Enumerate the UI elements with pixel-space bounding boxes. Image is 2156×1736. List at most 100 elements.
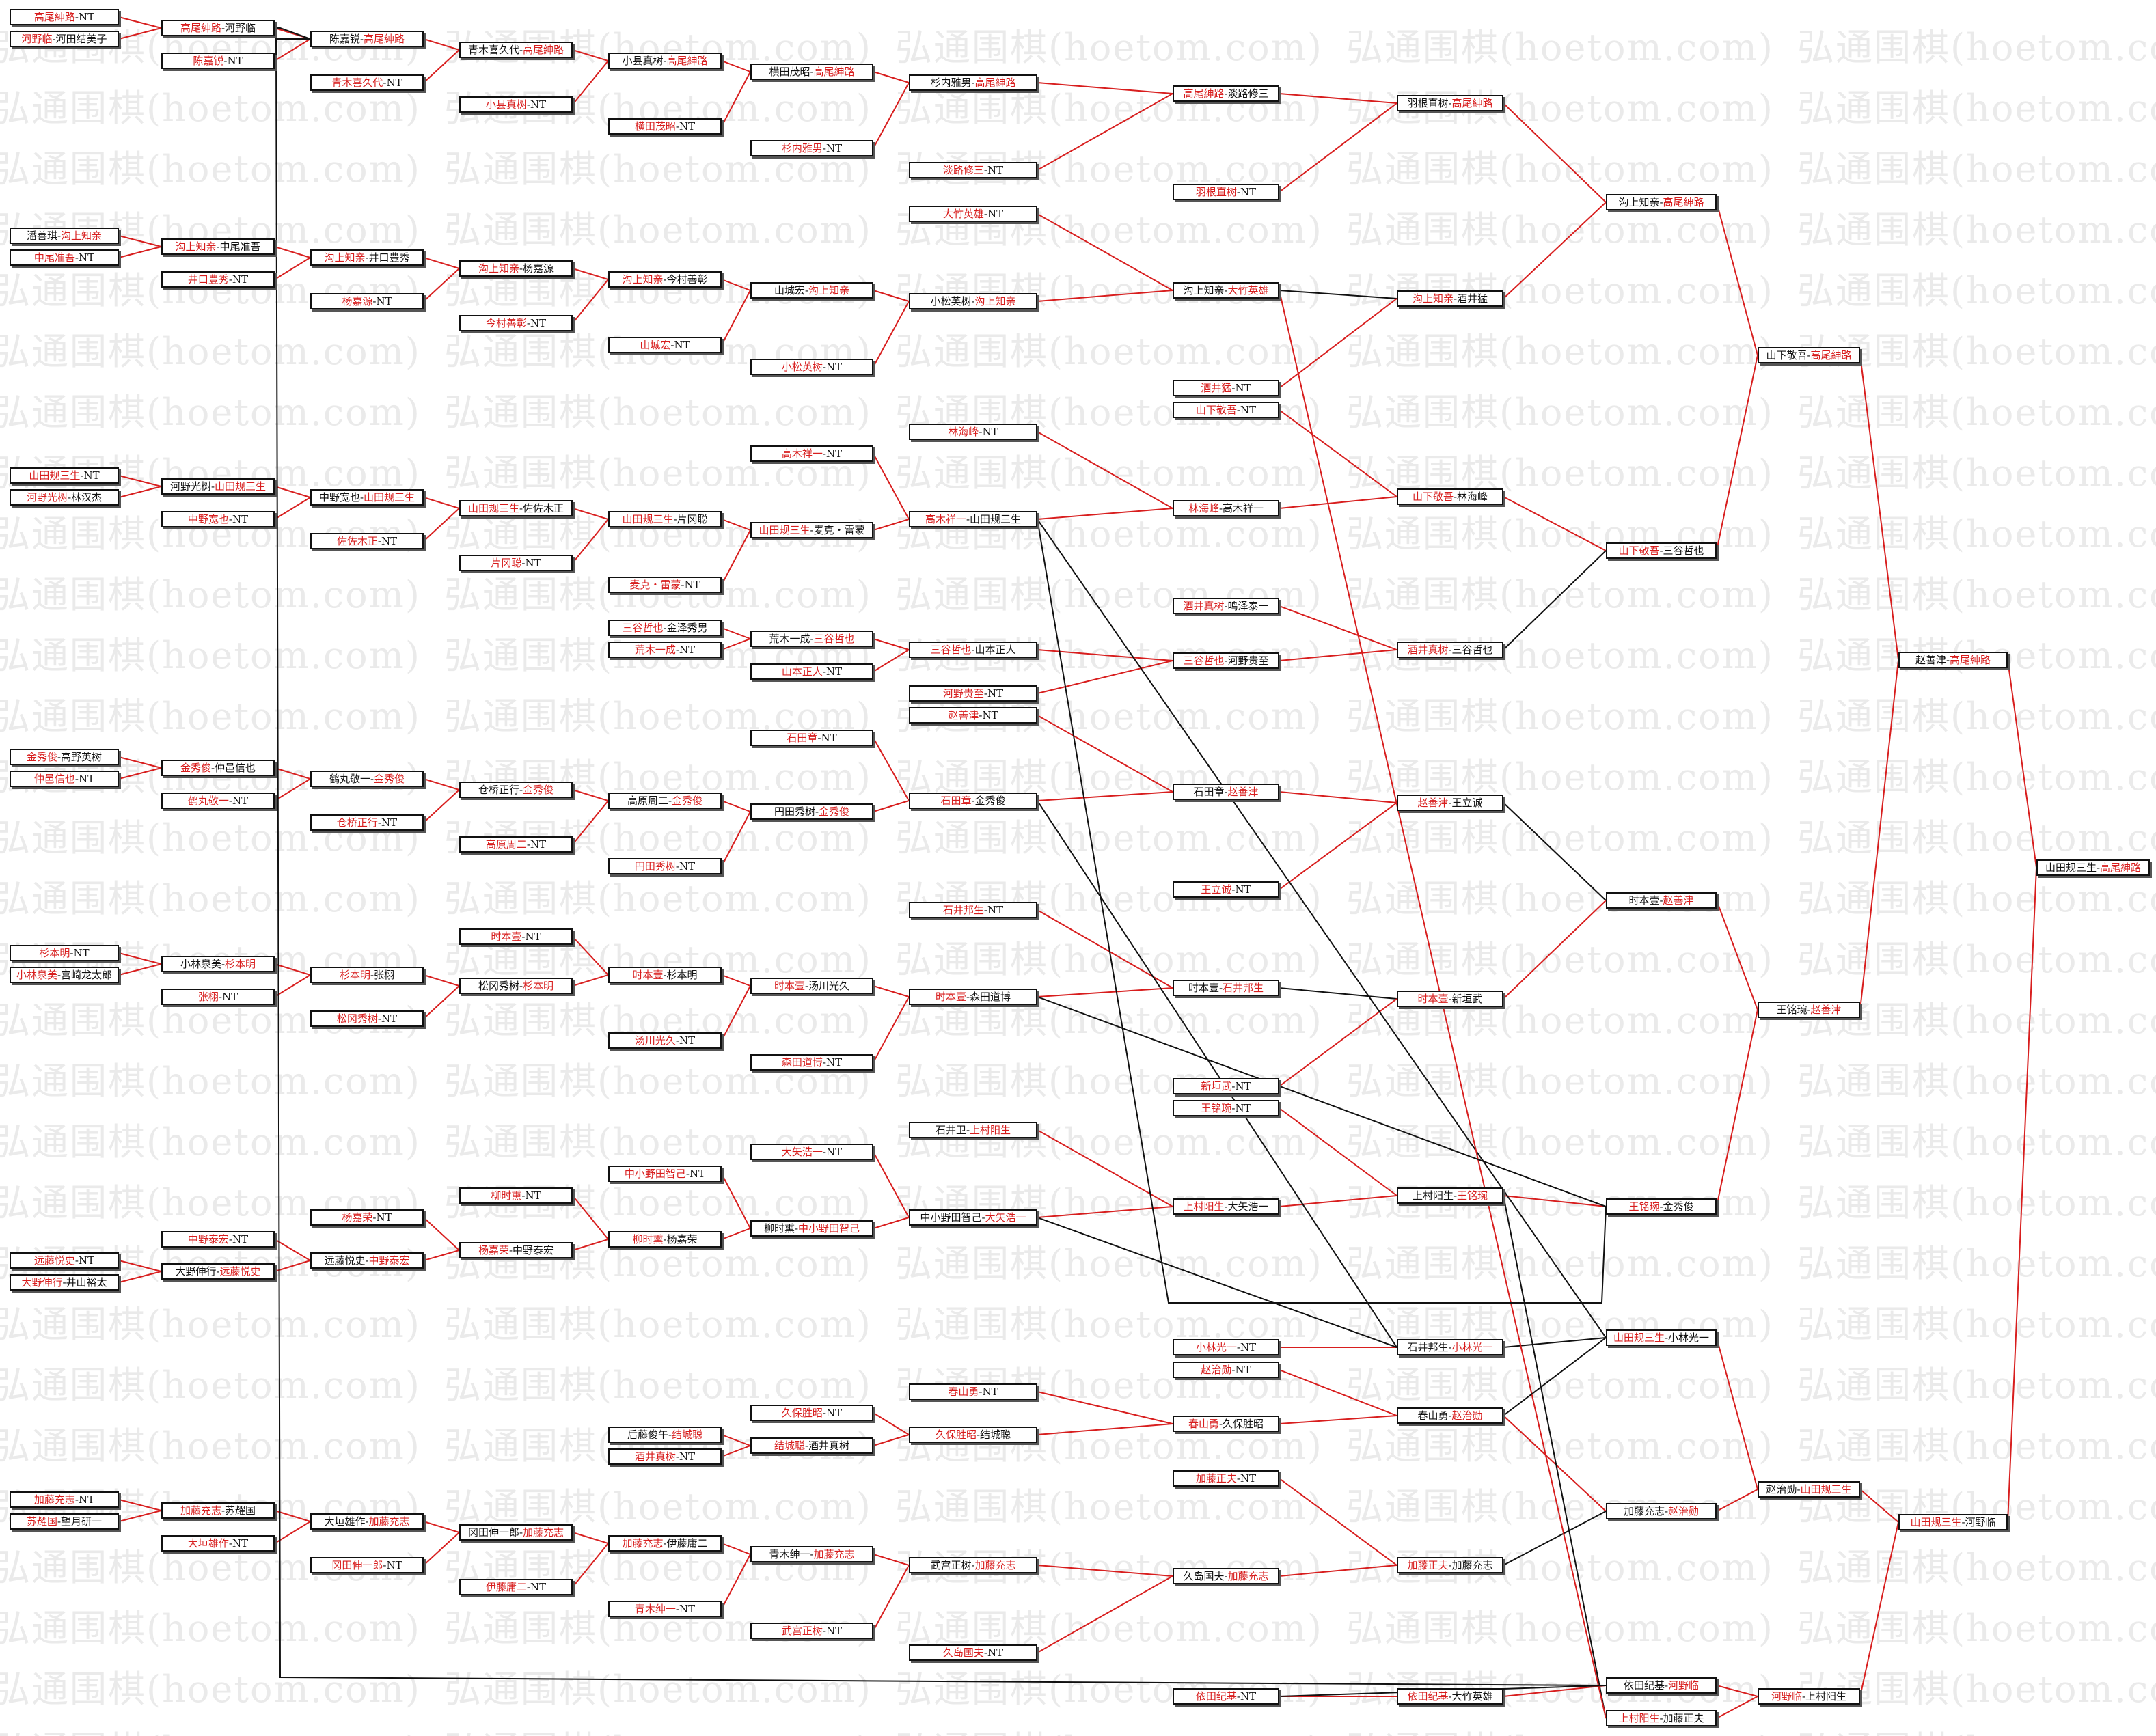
- separator: -: [519, 262, 523, 275]
- player-b: 沟上知亲: [974, 295, 1016, 307]
- player-b: 宫崎龙太郎: [61, 969, 113, 981]
- player-a: 上村阳生: [1618, 1712, 1660, 1724]
- match-box: 横田茂昭-高尾紳路: [750, 64, 873, 80]
- bracket-line: [1037, 519, 1607, 1304]
- separator: -: [966, 1124, 970, 1136]
- bracket-line: [873, 82, 910, 149]
- player-a: 羽根直树: [1407, 97, 1449, 109]
- separator: -: [57, 230, 62, 242]
- player-a: 金秀俊: [26, 751, 57, 763]
- match-box: 陈嘉锐-NT: [161, 53, 275, 69]
- bracket-line: [721, 1445, 751, 1457]
- player-a: 沟上知亲: [175, 240, 217, 253]
- match-box: 鹤丸敬一-金秀俊: [310, 771, 424, 787]
- bracket-line: [1037, 508, 1173, 520]
- bracket-line: [118, 16, 162, 29]
- player-b: NT: [987, 687, 1004, 700]
- bracket-line: [873, 301, 910, 368]
- player-b: NT: [232, 795, 249, 807]
- bracket-line: [1859, 1521, 1899, 1697]
- player-a: 河野临: [1771, 1690, 1802, 1703]
- match-box: 久岛国夫-加藤充志: [1173, 1568, 1279, 1584]
- bracket-line: [1037, 431, 1173, 509]
- player-a: 陈嘉锐: [193, 55, 224, 67]
- separator: -: [675, 120, 679, 133]
- match-box: 石田章-NT: [750, 730, 873, 746]
- bracket-line: [274, 1521, 311, 1544]
- bracket-line: [721, 1554, 751, 1610]
- separator: -: [377, 1012, 381, 1025]
- player-a: 高尾紳路: [180, 22, 221, 34]
- separator: -: [1659, 894, 1663, 907]
- bracket-line: [873, 737, 910, 801]
- player-a: 沟上知亲: [1412, 292, 1454, 305]
- player-b: NT: [1240, 404, 1257, 416]
- player-b: 汤川光久: [808, 980, 850, 992]
- separator: -: [675, 644, 679, 656]
- player-b: 苏耀国: [225, 1504, 256, 1517]
- match-box: 中野宽也-NT: [161, 511, 275, 527]
- bracket-line: [1037, 1129, 1173, 1207]
- player-b: 大矢浩一: [1227, 1200, 1269, 1213]
- player-b: 高尾紳路: [1810, 349, 1852, 361]
- player-a: 山田规三生: [1613, 1332, 1665, 1344]
- bracket-line: [118, 767, 162, 780]
- player-a: 大矢浩一: [781, 1146, 823, 1158]
- player-a: 山下敬吾: [1618, 545, 1660, 557]
- bracket-line: [118, 1271, 162, 1283]
- player-a: 加藤正夫: [1195, 1472, 1237, 1485]
- bracket-line: [572, 800, 609, 845]
- bracket-line: [721, 529, 751, 585]
- separator: -: [57, 969, 62, 981]
- separator: -: [979, 709, 983, 721]
- player-a: 山田规三生: [29, 469, 81, 482]
- bracket-line: [1716, 1685, 1758, 1697]
- player-a: 石田章: [940, 795, 972, 807]
- player-a: 高木祥一: [781, 447, 823, 460]
- player-b: 三谷哲也: [1663, 545, 1704, 557]
- player-b: 酒井真树: [808, 1439, 850, 1452]
- match-box: 久保胜昭-结城聪: [909, 1427, 1037, 1443]
- bracket-line: [1503, 202, 1607, 299]
- player-b: 山田规三生: [970, 513, 1022, 525]
- match-box: 赵治勋-NT: [1173, 1362, 1279, 1378]
- separator: -: [822, 1146, 826, 1158]
- bracket-line: [1716, 202, 1758, 356]
- player-a: 横田茂昭: [634, 120, 676, 133]
- match-box: 依田纪基-NT: [1173, 1688, 1279, 1705]
- match-box: 中小野田智己-大矢浩一: [909, 1209, 1037, 1226]
- match-box: 佐佐木正-NT: [310, 533, 424, 549]
- player-a: 远藤悦史: [33, 1254, 75, 1267]
- match-box: 远藤悦史-NT: [10, 1252, 119, 1269]
- bracket-line: [572, 519, 609, 564]
- separator: -: [508, 1244, 513, 1256]
- player-b: 沟上知亲: [808, 284, 850, 297]
- separator: -: [62, 1276, 66, 1289]
- bracket-line: [118, 952, 162, 965]
- separator: -: [221, 1504, 226, 1517]
- player-b: NT: [1235, 883, 1251, 896]
- bracket-line: [1279, 1369, 1397, 1416]
- match-box: 青木喜久代-高尾紳路: [459, 42, 573, 58]
- bracket-line: [1037, 1565, 1173, 1577]
- player-a: 加藤正夫: [1407, 1559, 1449, 1571]
- player-a: 小县真树: [622, 55, 664, 67]
- match-box: 王铭琬-金秀俊: [1606, 1198, 1717, 1215]
- player-b: 山田规三生: [1800, 1483, 1852, 1496]
- player-a: 山下敬吾: [1766, 349, 1807, 361]
- match-box: 沟上知亲-今村善彰: [608, 271, 722, 288]
- separator: -: [221, 958, 226, 970]
- bracket-line: [1037, 909, 1173, 989]
- bracket-line: [274, 1239, 311, 1261]
- player-b: NT: [825, 1407, 843, 1419]
- separator: -: [67, 491, 72, 504]
- player-b: NT: [232, 513, 249, 525]
- player-b: 佐佐木正: [523, 502, 564, 514]
- player-b: 杉本明: [523, 980, 554, 992]
- match-box: 松冈秀树-NT: [310, 1010, 424, 1027]
- match-box: 杉本明-张栩: [310, 967, 424, 983]
- separator: -: [383, 1559, 387, 1571]
- match-box: 加藤充志-NT: [10, 1491, 119, 1508]
- bracket-line: [1503, 102, 1607, 203]
- match-box: 时本壹-NT: [459, 928, 573, 945]
